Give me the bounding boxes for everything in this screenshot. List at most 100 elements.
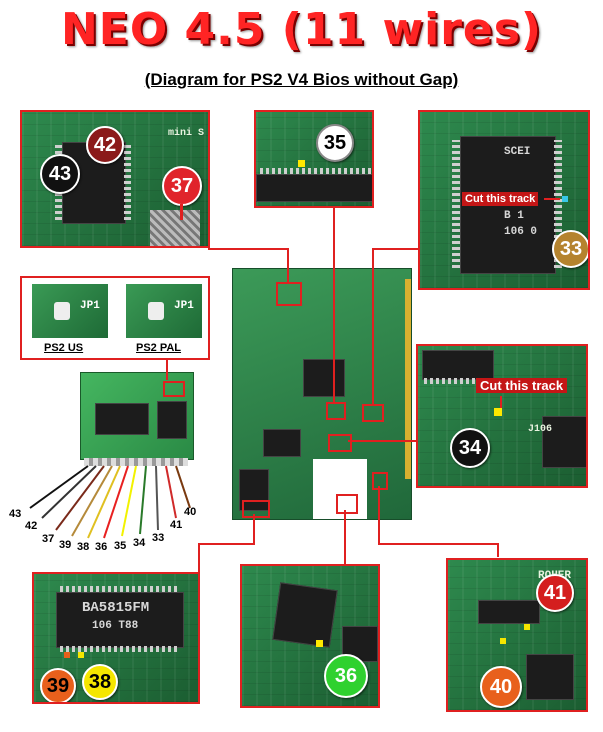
cut-mark: [494, 408, 502, 416]
chip-pins-bottom: [60, 646, 178, 652]
neo-chip-secondary: [157, 401, 187, 439]
chip-bottom-right: [478, 600, 540, 624]
jp1-label-us: JP1: [80, 300, 100, 312]
point-marker-39: 39: [40, 668, 76, 702]
connector-top-left-d: [287, 248, 289, 282]
connector-39-d: [198, 543, 200, 573]
panel-bottom-mid: 36: [240, 564, 380, 708]
connector-36: [344, 510, 346, 566]
ps2-motherboard: [232, 268, 412, 520]
connector-41-v: [378, 486, 380, 544]
cut-track-label: Cut this track: [462, 192, 539, 206]
wire-42: [41, 465, 97, 519]
chip-line-3: 106 0: [504, 226, 538, 238]
cut-track-arrow: [544, 198, 560, 200]
page-title: NEO 4.5 (11 wires): [60, 4, 543, 55]
point-marker-35: 35: [316, 124, 354, 162]
solder-point-39: [64, 652, 70, 658]
cut-track-label: Cut this track: [476, 378, 568, 393]
chip-mid-right-2: [542, 416, 586, 468]
wire-35: [121, 465, 137, 537]
chip-top-mid: [256, 174, 372, 202]
mb-highlight-bios: [362, 404, 384, 422]
connector-jumper: [166, 360, 168, 380]
mb-chip-3: [239, 469, 269, 511]
connector-bios-h: [372, 248, 418, 250]
chip-bottom-right-2: [526, 654, 574, 700]
neo-chip-highlight: [163, 381, 185, 397]
mb-highlight-35: [326, 402, 346, 420]
solder-point-38: [78, 652, 84, 658]
jumper-photo-pal: JP1: [126, 284, 202, 338]
point-marker-42: 42: [86, 126, 124, 164]
point-marker-40: 40: [480, 666, 522, 708]
wire-38: [87, 465, 121, 539]
mb-chip-1: [263, 429, 301, 457]
solder-point-41: [524, 624, 530, 630]
mb-highlight-41: [372, 472, 388, 490]
connector-41-h: [378, 543, 498, 545]
wire-34: [139, 465, 147, 535]
wire-33: [155, 465, 159, 531]
mb-highlight-top: [276, 282, 302, 306]
cut-mark: [562, 196, 568, 202]
silk-label: J106: [528, 424, 553, 435]
wire-39: [71, 465, 113, 537]
jumper-pad: [54, 302, 70, 320]
mb-cutout: [313, 459, 367, 519]
chip-line-2: B 1: [504, 210, 524, 222]
panel-jumper: JP1 JP1 PS2 US PS2 PAL: [20, 276, 210, 360]
panel-top-left: mini S 42 43 37: [20, 110, 210, 248]
connector-41-d: [497, 543, 499, 557]
connector-35: [333, 208, 335, 402]
solder-point-40: [500, 638, 506, 644]
chip-line-1: SCEI: [504, 146, 531, 158]
wire-label-40: 40: [184, 506, 197, 518]
label-ps2-us: PS2 US: [44, 342, 84, 354]
chip-bottom-mid: [272, 582, 338, 648]
wire-label-36: 36: [95, 541, 108, 553]
pointer-line: [180, 204, 183, 220]
wire-36: [103, 465, 129, 539]
wire-label-34: 34: [133, 537, 146, 549]
wire-label-42: 42: [25, 520, 38, 532]
wire-40: [175, 465, 191, 509]
connector-34: [348, 440, 416, 442]
panel-bottom-right: ROHER 41 40: [446, 558, 588, 712]
solder-point-36: [316, 640, 323, 647]
chip-pins-left: [452, 140, 460, 268]
point-marker-36: 36: [324, 654, 368, 698]
jp1-label-pal: JP1: [174, 300, 194, 312]
chip-pins-right: [554, 140, 562, 268]
connector-39-v: [253, 514, 255, 544]
chip-mid-right: [422, 350, 494, 380]
solder-point-35: [298, 160, 305, 167]
panel-bottom-left: BA5815FM 106 T88 39 38: [32, 572, 200, 704]
connector-top-left-h: [210, 248, 288, 250]
chip-pins: [260, 168, 372, 174]
wire-43: [29, 465, 89, 509]
mb-chip-2: [303, 359, 345, 397]
chip-pins-top: [60, 586, 178, 592]
chip-line-2: 106 T88: [92, 620, 139, 632]
connector-top-left-v: [208, 248, 210, 250]
point-marker-34: 34: [450, 428, 490, 468]
point-marker-33: 33: [552, 230, 588, 268]
neo-chip-main: [95, 403, 149, 435]
point-marker-37: 37: [162, 166, 202, 206]
jumper-photo-us: JP1: [32, 284, 108, 338]
silk-label: mini S: [168, 128, 205, 139]
jumper-pad: [148, 302, 164, 320]
connector-bios-v: [372, 248, 374, 404]
chip-pins-right: [124, 144, 131, 220]
mb-highlight-39: [242, 500, 270, 518]
wire-label-39: 39: [59, 539, 72, 551]
mb-highlight-34: [328, 434, 352, 452]
wire-connector: [84, 458, 188, 466]
wire-label-43: 43: [9, 508, 22, 520]
panel-top-right: SCEI B 1 106 0 Cut this track 33: [418, 110, 590, 290]
wire-label-41: 41: [170, 519, 183, 531]
wire-label-37: 37: [42, 533, 55, 545]
mb-edge-gold: [405, 279, 411, 479]
